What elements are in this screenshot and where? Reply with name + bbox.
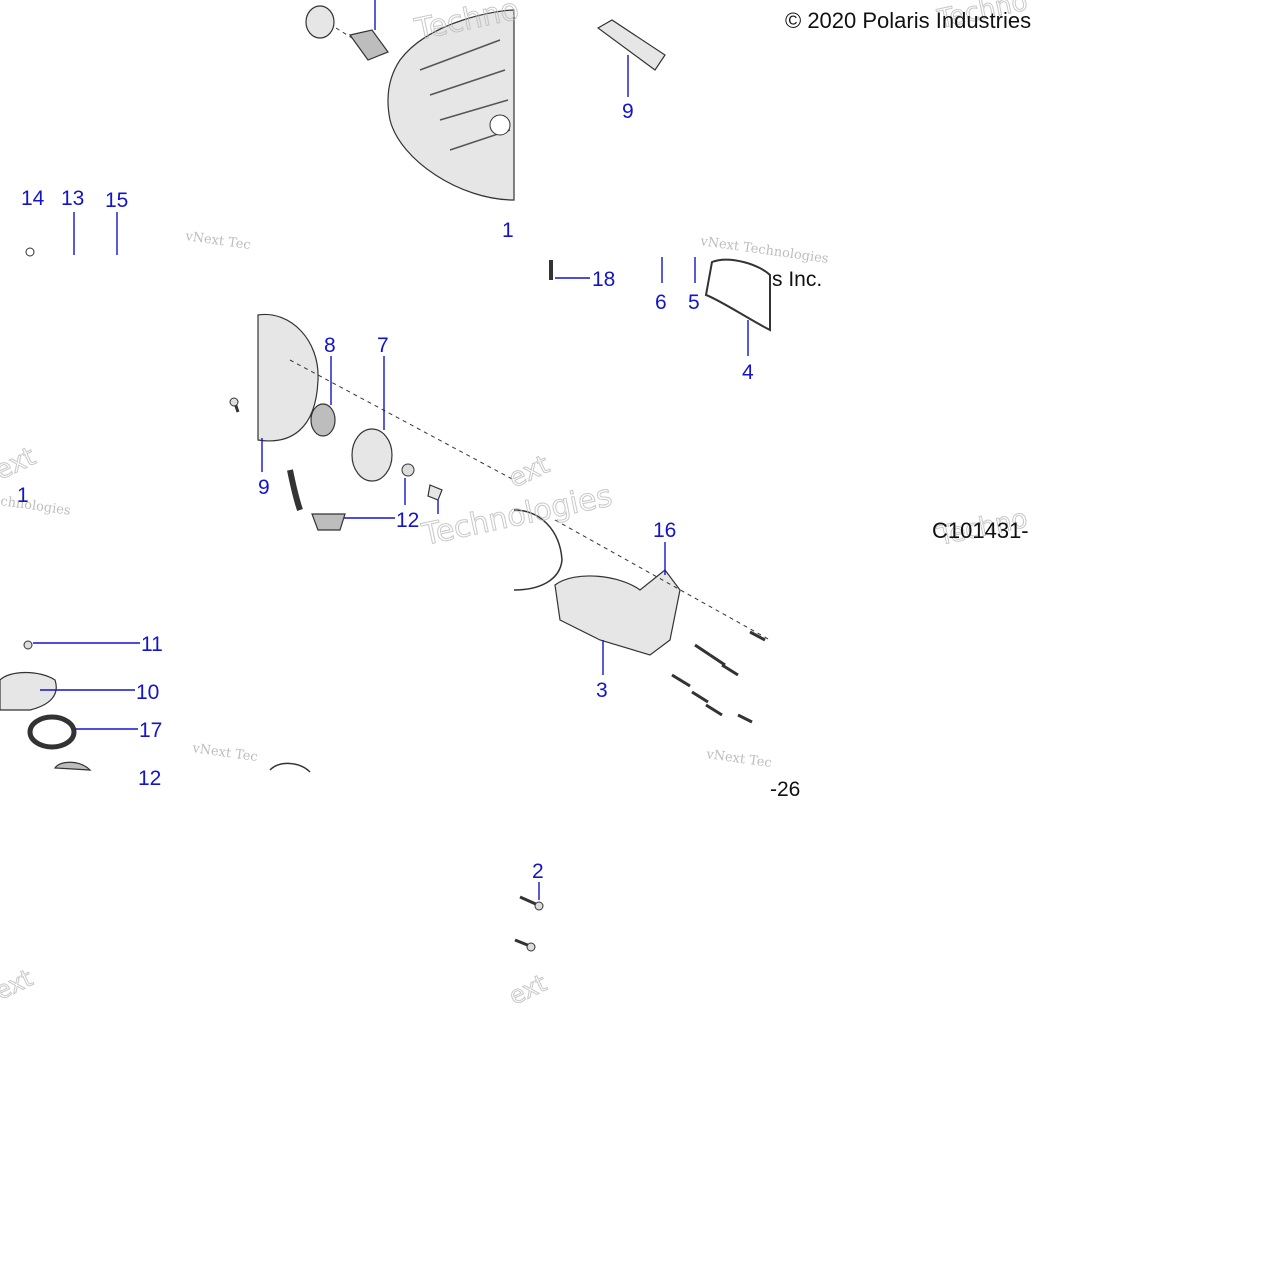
impeller-part [351, 428, 393, 482]
tile-left [25, 212, 118, 257]
fitting-part [348, 29, 389, 61]
tile-middle-right [549, 257, 771, 356]
thermostat-housing-part [0, 671, 57, 711]
callout-9: 9 [258, 476, 270, 499]
callout-16: 16 [653, 519, 676, 542]
callout-1: 1 [502, 219, 514, 242]
callout-17: 17 [139, 719, 162, 742]
callout-5: 5 [688, 291, 700, 314]
watermarks: Techno vNext Tec vNext Technologies Tech… [0, 0, 1031, 1011]
tile-top-right [596, 19, 666, 97]
callout-11: 11 [141, 633, 163, 656]
copyright-fragment: s Inc. [772, 268, 822, 291]
svg-text:ext: ext [505, 969, 551, 1010]
callout-18: 18 [592, 268, 615, 291]
callout-1: 1 [17, 484, 29, 507]
cover-housing-part [387, 9, 515, 201]
callout-8: 8 [324, 334, 336, 357]
callout-7: 7 [377, 334, 389, 357]
callout-6: 6 [655, 291, 667, 314]
cap-part [305, 5, 335, 39]
diagram-id: C101431- [932, 518, 1029, 543]
callouts: 1 1 2 3 4 5 6 7 8 9 9 10 11 12 12 13 14 … [17, 100, 754, 883]
tube-part [596, 19, 666, 71]
tile-lower-left [0, 640, 311, 773]
callout-12: 12 [138, 767, 161, 790]
callout-13: 13 [61, 187, 84, 210]
callout-12: 12 [396, 509, 419, 532]
svg-text:ext: ext [0, 442, 40, 487]
svg-text:ext: ext [504, 450, 554, 495]
seal-part [310, 403, 336, 437]
copyright-text: © 2020 Polaris Industries [785, 8, 1031, 33]
callout-3: 3 [596, 679, 608, 702]
svg-text:chnologies: chnologies [0, 494, 72, 519]
svg-text:vNext Technologies: vNext Technologies [698, 234, 829, 267]
callout-10: 10 [136, 681, 159, 704]
tile-right [513, 509, 771, 724]
pump-housing-part [554, 569, 681, 656]
tile-middle [229, 313, 515, 531]
svg-text:ext: ext [0, 964, 37, 1005]
callout-15: 15 [105, 189, 128, 212]
callout-14: 14 [21, 187, 45, 210]
cover-part [257, 313, 319, 442]
diagram-id-suffix: -26 [770, 778, 800, 801]
tile-top-center [305, 0, 515, 201]
callout-4: 4 [742, 361, 754, 384]
callout-9: 9 [622, 100, 634, 123]
svg-text:vNext Tec: vNext Tec [190, 741, 258, 765]
callout-2: 2 [532, 860, 544, 883]
svg-text:vNext Tec: vNext Tec [704, 747, 772, 771]
svg-text:vNext Tec: vNext Tec [183, 229, 251, 253]
tile-bottom [514, 882, 544, 952]
